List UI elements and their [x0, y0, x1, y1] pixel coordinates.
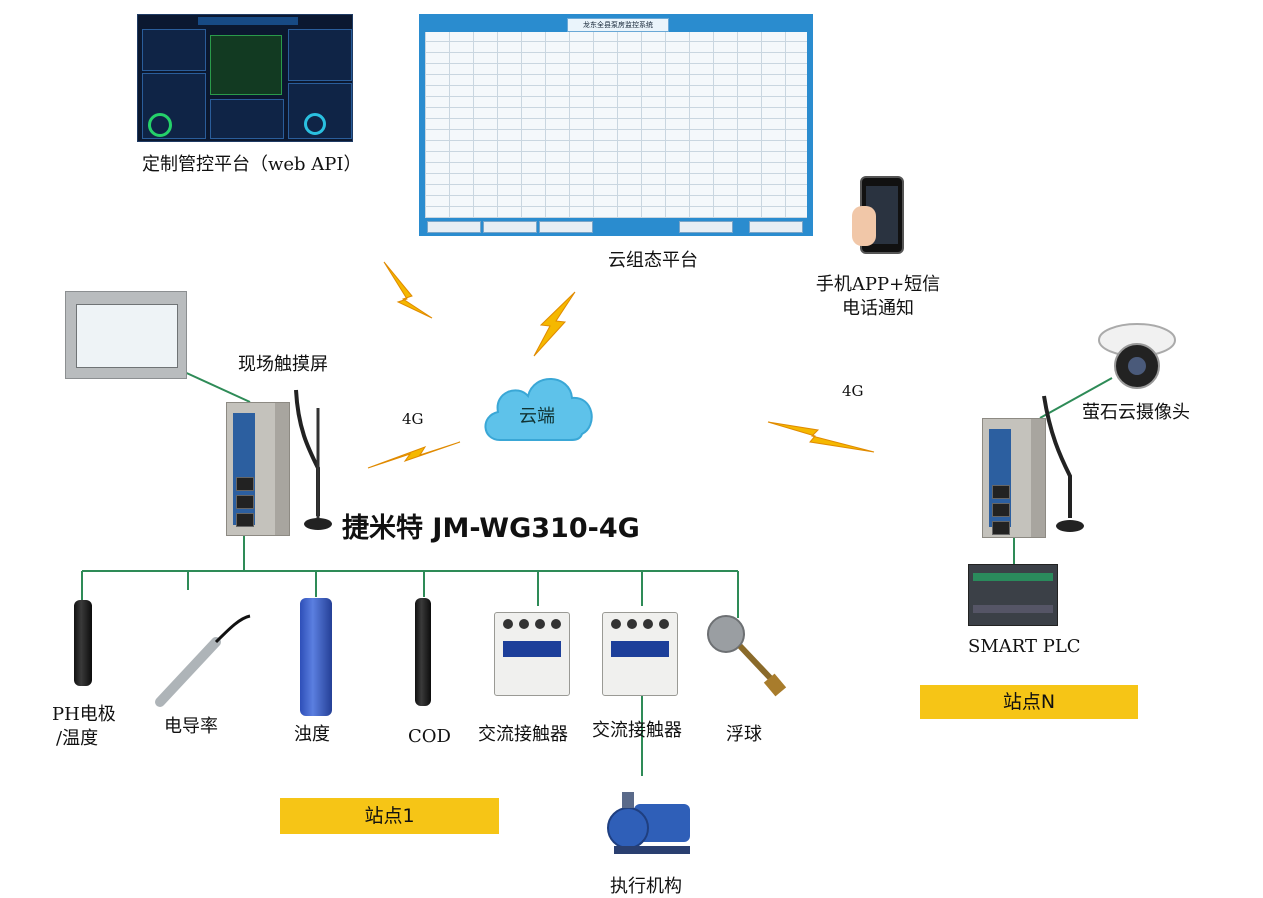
bolt-right-icon [767, 421, 875, 453]
phone-label-line2: 电话通知 [842, 298, 914, 319]
sensor-label-cod: COD [408, 726, 451, 747]
bolt-web-icon [383, 261, 433, 319]
cloud-label: 云端 [519, 406, 555, 427]
web-platform-label: 定制管控平台（web API） [142, 154, 362, 175]
cloud-scada-label: 云组态平台 [608, 250, 698, 271]
smart-plc-icon [968, 564, 1058, 626]
plc-label: SMART PLC [968, 636, 1081, 657]
camera-label: 萤石云摄像头 [1082, 402, 1190, 423]
camera-line [1039, 377, 1113, 419]
sensor-label-ph-line1: PH电极 [52, 704, 116, 725]
gateway-device-stationN [982, 418, 1046, 538]
touchscreen-device [65, 291, 187, 379]
cloud-icon [484, 378, 593, 441]
antenna-icon-stationN [1042, 395, 1084, 532]
float-switch-icon [707, 615, 787, 697]
scada-window-title: 龙东全县泵房监控系统 [567, 18, 669, 32]
cloud-scada-screenshot: 龙东全县泵房监控系统 [419, 14, 813, 236]
web-dashboard-screenshot [137, 14, 353, 142]
hand-icon [852, 206, 876, 246]
turbidity-sensor-icon [300, 598, 332, 716]
gateway-device-station1 [226, 402, 290, 536]
scada-table [425, 32, 807, 218]
ph-electrode-icon [74, 600, 92, 686]
touchscreen-label: 现场触摸屏 [238, 354, 328, 375]
phone-label-line1: 手机APP+短信 [815, 274, 941, 295]
gateway-title: 捷米特 JM-WG310-4G [342, 513, 640, 544]
bolt-left-icon [367, 441, 461, 469]
sensor-label-contactor-2: 交流接触器 [592, 720, 682, 741]
pump-icon [607, 792, 690, 854]
conductivity-probe-icon [155, 614, 251, 707]
actuator-label: 执行机构 [610, 876, 682, 897]
cod-sensor-icon [415, 598, 431, 706]
ac-contactor-1-icon [494, 612, 570, 696]
touchscreen-line [179, 369, 251, 403]
camera-icon [1098, 323, 1176, 389]
link-label-right: 4G [842, 382, 864, 400]
stationN-banner: 站点N [920, 685, 1138, 719]
sensor-label-float: 浮球 [726, 724, 762, 745]
sensor-label-contactor-1: 交流接触器 [478, 724, 568, 745]
sensor-label-conductivity: 电导率 [164, 716, 218, 737]
link-label-left: 4G [402, 410, 424, 428]
bolt-scada-icon [533, 291, 576, 357]
sensor-label-turbidity: 浊度 [294, 724, 330, 745]
station1-banner: 站点1 [280, 798, 499, 834]
ac-contactor-2-icon [602, 612, 678, 696]
sensor-label-ph-line2: /温度 [56, 728, 99, 749]
antenna-icon [294, 389, 332, 530]
